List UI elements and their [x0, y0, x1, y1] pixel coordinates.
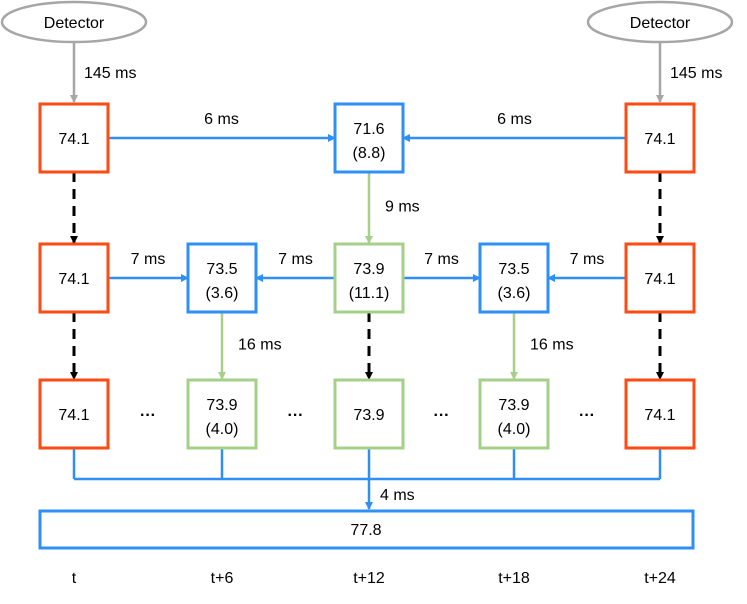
- node-box: [333, 102, 405, 174]
- time-label: t+6: [211, 570, 234, 587]
- edge-delay-label: 9 ms: [385, 199, 420, 216]
- edge-delay-label: 7 ms: [570, 251, 605, 268]
- node-box: [624, 378, 696, 450]
- detector-label: Detector: [44, 15, 105, 32]
- edge-delay-label: 16 ms: [238, 337, 282, 354]
- node-value: 74.1: [644, 131, 675, 148]
- aggregate-value: 77.8: [350, 522, 381, 539]
- edge-delay-label: 6 ms: [497, 111, 532, 128]
- node-value: 74.1: [644, 407, 675, 424]
- time-label: t+12: [353, 570, 385, 587]
- node-std: (4.0): [206, 421, 239, 438]
- node-box: [38, 102, 110, 174]
- edge-delay-label: 7 ms: [424, 251, 459, 268]
- node-std: (4.0): [498, 421, 531, 438]
- node-box: [186, 378, 258, 450]
- node-value: 73.9: [353, 261, 384, 278]
- edge-delay-label: 16 ms: [530, 337, 574, 354]
- edge-delay-label: 7 ms: [131, 251, 166, 268]
- detector-ellipse: [0, 0, 148, 44]
- node-std: (8.8): [353, 145, 386, 162]
- node-box: [478, 378, 550, 450]
- node-std: (3.6): [206, 285, 239, 302]
- aggregate-box: [38, 509, 695, 550]
- node-box: [333, 378, 405, 450]
- ellipsis-dots: ···: [288, 407, 304, 424]
- node-box: [624, 102, 696, 174]
- node-value: 73.9: [206, 397, 237, 414]
- node-value: 74.1: [644, 271, 675, 288]
- ellipsis-dots: ···: [434, 407, 450, 424]
- node-value: 71.6: [353, 121, 384, 138]
- node-box: [478, 242, 550, 314]
- detector-ellipse: [586, 0, 734, 44]
- node-value: 74.1: [58, 131, 89, 148]
- node-std: (3.6): [498, 285, 531, 302]
- ellipsis-dots: ···: [579, 407, 595, 424]
- edge-delay-label: 6 ms: [204, 111, 239, 128]
- edge-delay-label: 7 ms: [278, 251, 313, 268]
- ellipsis-dots: ···: [140, 407, 156, 424]
- node-box: [38, 242, 110, 314]
- node-value: 73.5: [498, 261, 529, 278]
- detector-delay-label: 145 ms: [84, 65, 136, 82]
- detector-delay-label: 145 ms: [670, 65, 722, 82]
- time-label: t+18: [498, 570, 530, 587]
- node-box: [38, 378, 110, 450]
- node-value: 74.1: [58, 407, 89, 424]
- node-std: (11.1): [349, 285, 390, 302]
- aggregate-delay-label: 4 ms: [380, 487, 415, 504]
- detector-label: Detector: [630, 15, 691, 32]
- node-value: 74.1: [58, 271, 89, 288]
- time-label: t: [72, 570, 77, 587]
- node-value: 73.9: [353, 407, 384, 424]
- node-value: 73.5: [206, 261, 237, 278]
- time-label: t+24: [644, 570, 676, 587]
- node-box: [333, 242, 405, 314]
- node-box: [186, 242, 258, 314]
- node-box: [624, 242, 696, 314]
- node-value: 73.9: [498, 397, 529, 414]
